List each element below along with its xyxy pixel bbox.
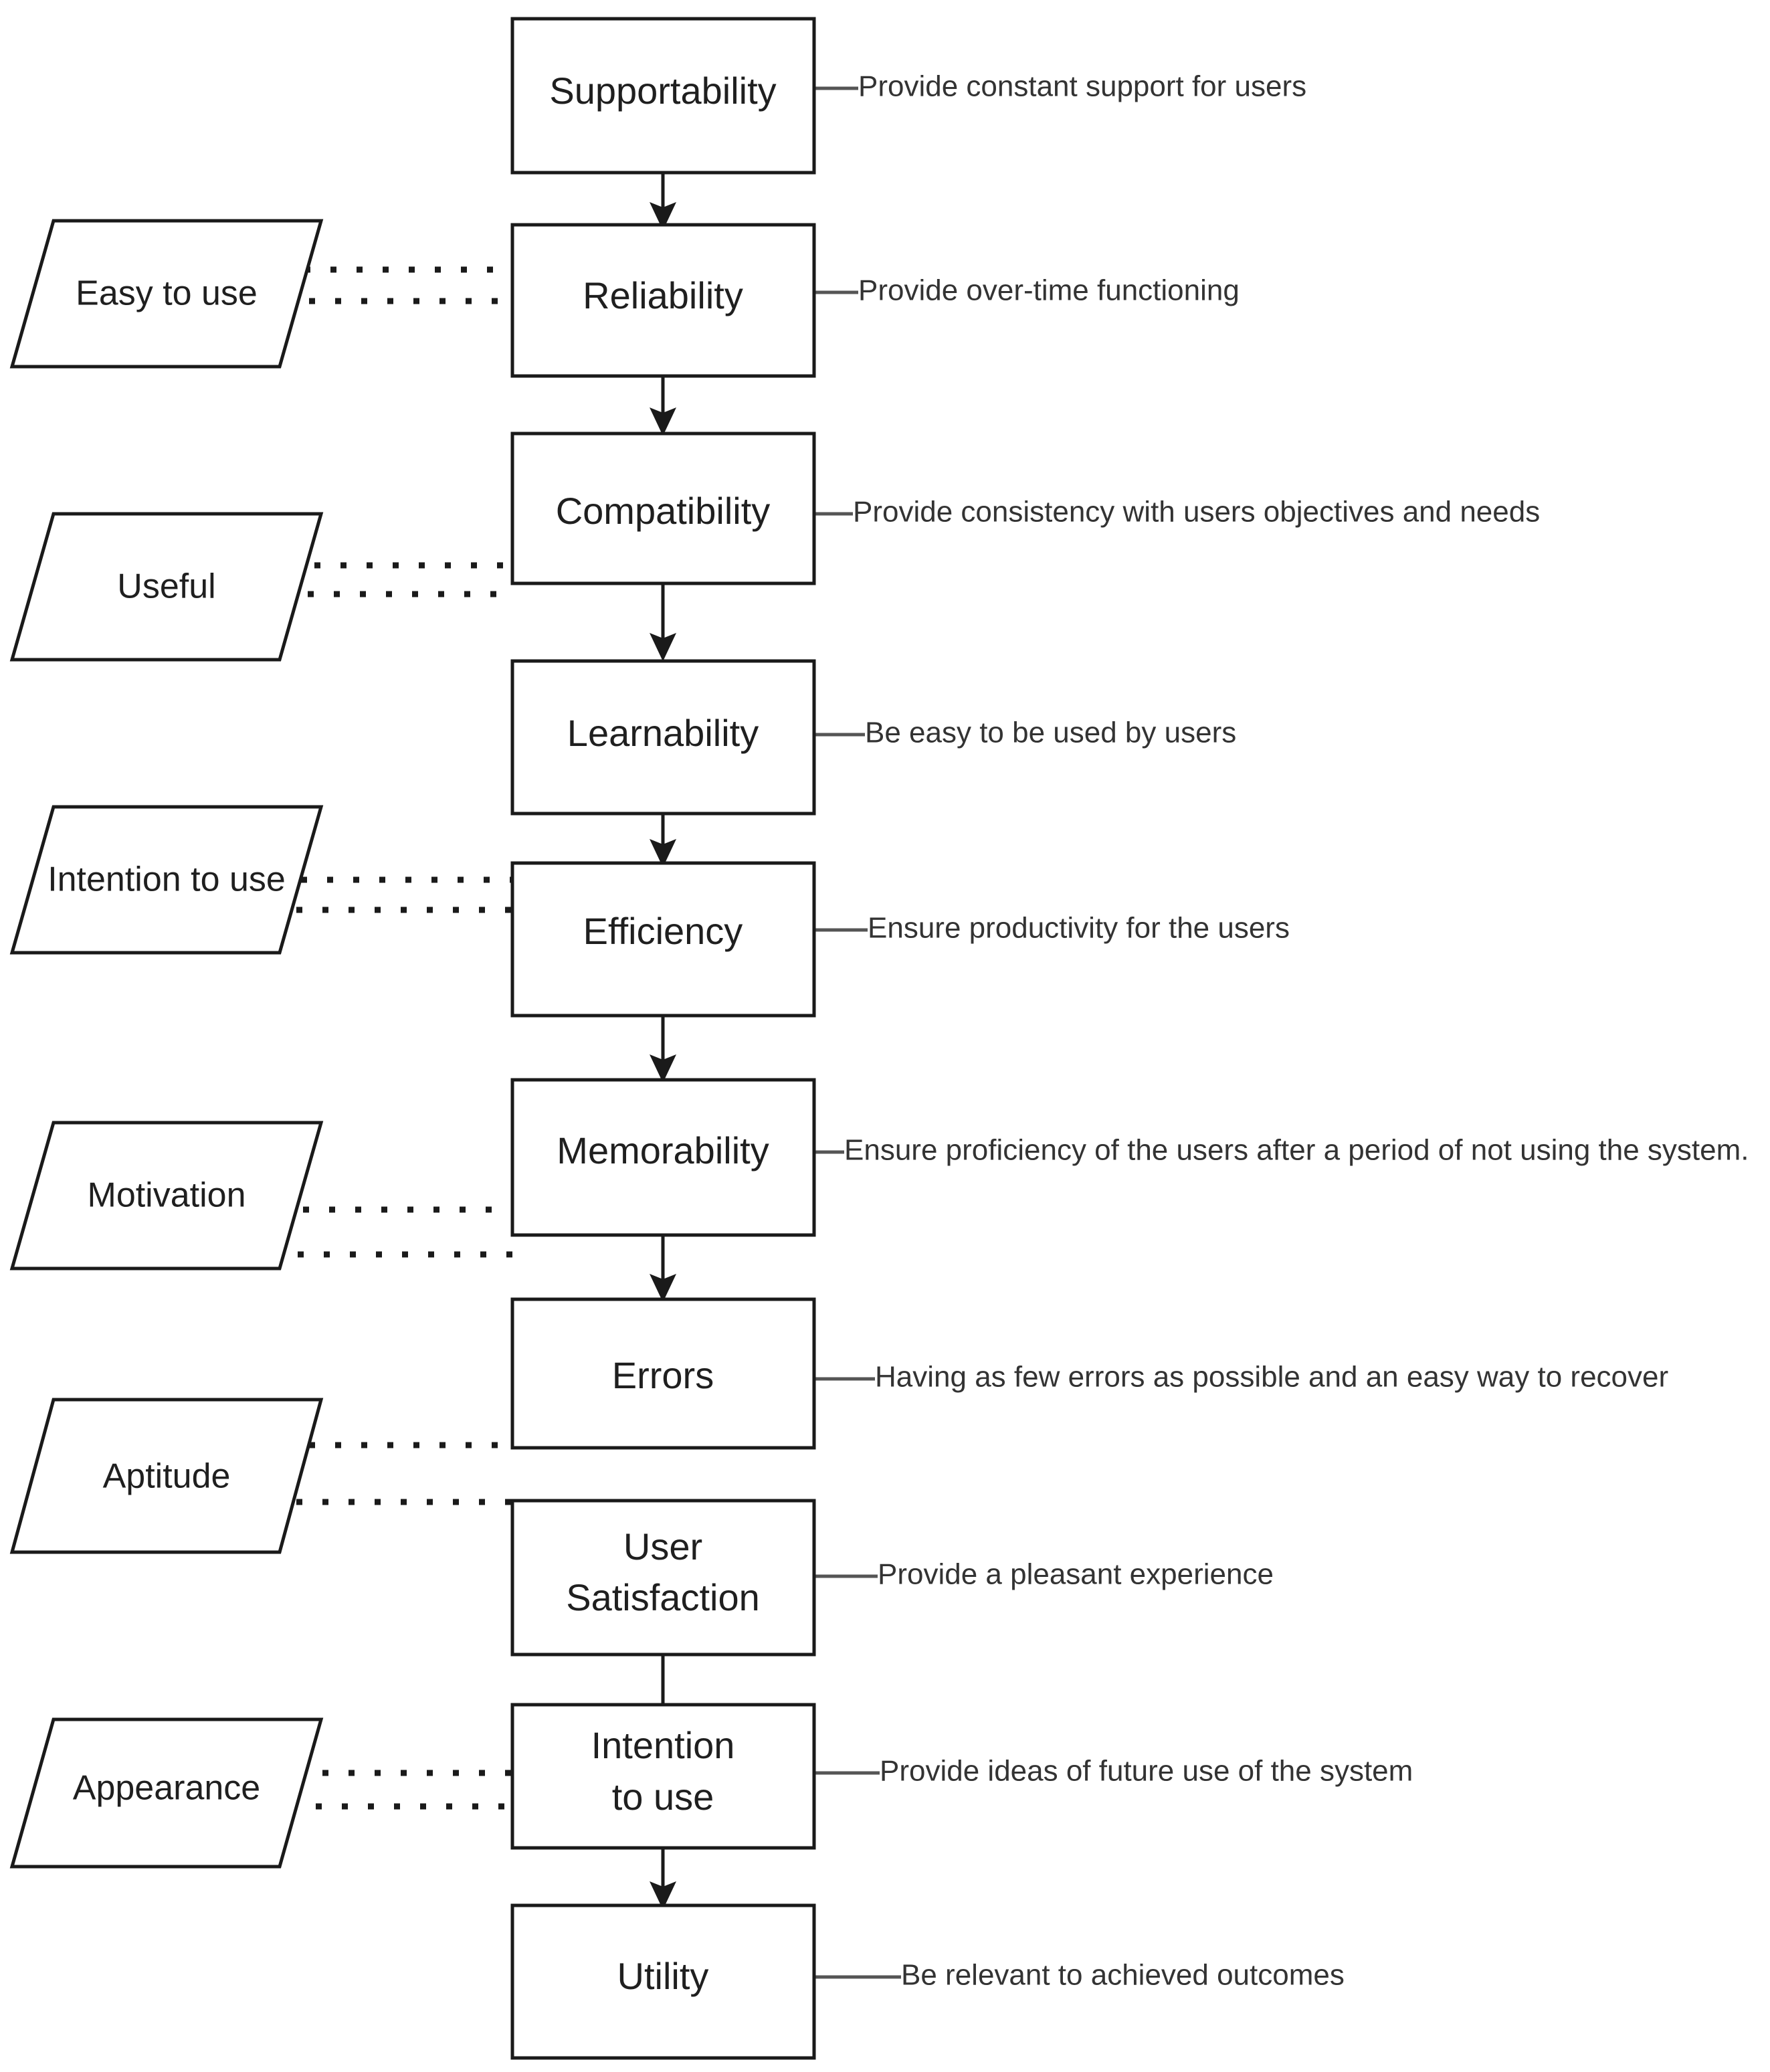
annotation-errors: Having as few errors as possible and an … bbox=[875, 1361, 1668, 1394]
process-nodes: Supportability Reliability Compatibility… bbox=[510, 17, 816, 2060]
node-appearance-label: Appearance bbox=[73, 1769, 260, 1808]
node-aptitude-label: Aptitude bbox=[103, 1457, 231, 1496]
node-efficiency-label: Efficiency bbox=[583, 910, 743, 952]
side-input-nodes: Easy to use Useful Intention to use Moti… bbox=[9, 219, 324, 1869]
node-intention-to-use-label-line2: to use bbox=[612, 1776, 714, 1818]
node-user-satisfaction-label-line1: User bbox=[623, 1525, 702, 1568]
annotation-user-satisfaction: Provide a pleasant experience bbox=[878, 1558, 1274, 1591]
node-motivation[interactable]: Motivation bbox=[9, 1121, 324, 1270]
node-compatibility-box[interactable] bbox=[510, 432, 816, 585]
node-intention-to-use-side[interactable]: Intention to use bbox=[9, 805, 324, 955]
node-aptitude[interactable]: Aptitude bbox=[9, 1398, 324, 1554]
node-compatibility[interactable]: Compatibility bbox=[510, 432, 816, 585]
node-appearance-shape[interactable] bbox=[9, 1717, 324, 1869]
node-easy-to-use-label: Easy to use bbox=[76, 274, 258, 313]
node-intention-to-use-box[interactable] bbox=[510, 1703, 816, 1850]
node-intention-to-use[interactable]: Intention to use bbox=[510, 1703, 816, 1850]
annotation-utility: Be relevant to achieved outcomes bbox=[901, 1959, 1345, 1992]
node-reliability-label: Reliability bbox=[583, 274, 743, 316]
node-aptitude-shape[interactable] bbox=[9, 1398, 324, 1554]
annotation-leader-lines bbox=[814, 86, 901, 1979]
node-efficiency-box[interactable] bbox=[510, 861, 816, 1018]
node-learnability-label: Learnability bbox=[567, 712, 759, 754]
node-user-satisfaction[interactable]: User Satisfaction bbox=[510, 1499, 816, 1657]
node-useful[interactable]: Useful bbox=[9, 512, 324, 662]
annotation-reliability: Provide over-time functioning bbox=[858, 274, 1240, 307]
node-memorability[interactable]: Memorability bbox=[510, 1078, 816, 1237]
node-easy-to-use[interactable]: Easy to use bbox=[9, 219, 324, 369]
node-compatibility-label: Compatibility bbox=[556, 490, 771, 532]
annotation-intention-to-use: Provide ideas of future use of the syste… bbox=[880, 1755, 1413, 1788]
node-errors-label: Errors bbox=[612, 1354, 714, 1396]
annotation-efficiency: Ensure productivity for the users bbox=[868, 912, 1290, 945]
node-learnability-box[interactable] bbox=[510, 659, 816, 816]
dotted-association-links bbox=[290, 266, 512, 1810]
annotation-texts: Provide constant support for users Provi… bbox=[844, 70, 1749, 1992]
node-errors[interactable]: Errors bbox=[510, 1297, 816, 1450]
node-intention-to-use-label-line1: Intention bbox=[591, 1724, 735, 1766]
node-reliability-box[interactable] bbox=[510, 223, 816, 378]
node-appearance[interactable]: Appearance bbox=[9, 1717, 324, 1869]
node-user-satisfaction-label-line2: Satisfaction bbox=[566, 1576, 760, 1618]
node-reliability[interactable]: Reliability bbox=[510, 223, 816, 378]
node-supportability-label: Supportability bbox=[549, 70, 776, 112]
node-learnability[interactable]: Learnability bbox=[510, 659, 816, 816]
annotation-learnability: Be easy to be used by users bbox=[865, 717, 1236, 749]
annotation-memorability: Ensure proficiency of the users after a … bbox=[844, 1134, 1749, 1167]
node-useful-shape[interactable] bbox=[9, 512, 324, 662]
node-useful-label: Useful bbox=[117, 567, 215, 606]
node-user-satisfaction-box[interactable] bbox=[510, 1499, 816, 1657]
node-utility-box[interactable] bbox=[510, 1903, 816, 2060]
node-motivation-shape[interactable] bbox=[9, 1121, 324, 1270]
node-memorability-label: Memorability bbox=[557, 1129, 769, 1171]
node-utility[interactable]: Utility bbox=[510, 1903, 816, 2060]
annotation-compatibility: Provide consistency with users objective… bbox=[853, 496, 1540, 529]
node-intention-to-use-side-label: Intention to use bbox=[47, 860, 286, 899]
node-utility-label: Utility bbox=[617, 1955, 709, 1997]
node-supportability-box[interactable] bbox=[510, 17, 816, 175]
node-errors-box[interactable] bbox=[510, 1297, 816, 1450]
annotation-supportability: Provide constant support for users bbox=[858, 70, 1306, 103]
node-efficiency[interactable]: Efficiency bbox=[510, 861, 816, 1018]
node-memorability-box[interactable] bbox=[510, 1078, 816, 1237]
node-motivation-label: Motivation bbox=[88, 1176, 246, 1215]
node-supportability[interactable]: Supportability bbox=[510, 17, 816, 175]
node-easy-to-use-shape[interactable] bbox=[9, 219, 324, 369]
node-intention-to-use-side-shape[interactable] bbox=[9, 805, 324, 955]
